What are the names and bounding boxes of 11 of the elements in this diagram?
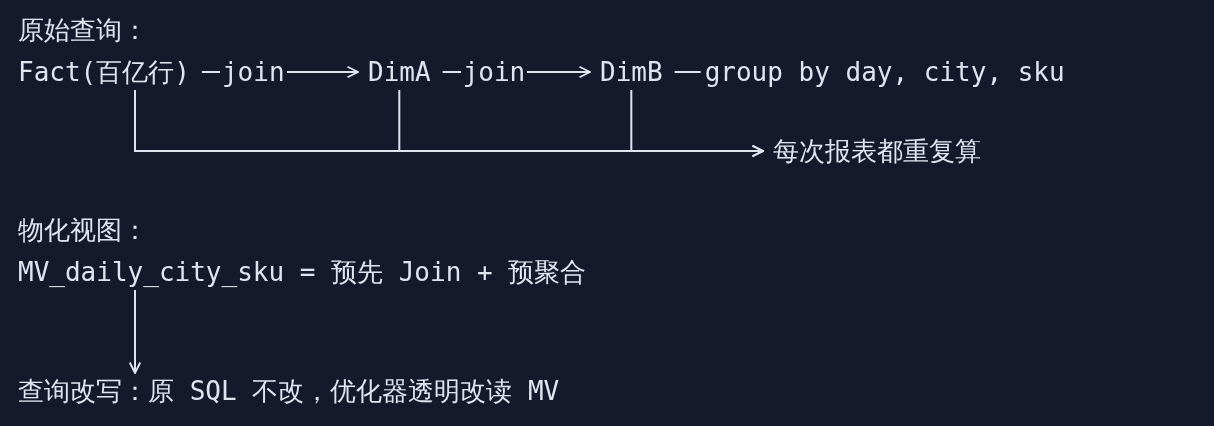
section-heading: 原始查询：: [18, 14, 148, 46]
table-name: Fact(百亿行): [18, 56, 190, 88]
table-name: DimA: [368, 56, 431, 88]
table-name: DimB: [600, 56, 663, 88]
connector-line: [673, 71, 702, 73]
arrow: [128, 289, 142, 374]
arrow: [630, 89, 764, 158]
rewrite-note: 查询改写：原 SQL 不改，优化器透明改读 MV: [18, 375, 560, 407]
result-note: 每次报表都重复算: [773, 135, 981, 167]
view-definition: MV_daily_city_sku = 预先 Join + 预聚合: [18, 256, 587, 288]
section-heading: 物化视图：: [18, 214, 148, 246]
